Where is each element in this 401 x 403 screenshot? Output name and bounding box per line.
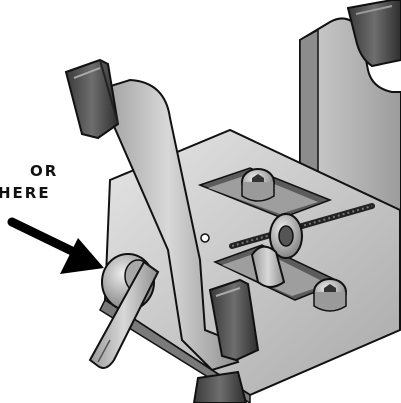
left-support-arm	[96, 78, 240, 372]
threaded-rod	[229, 203, 375, 249]
mount-post	[192, 370, 248, 403]
lower-screw	[313, 278, 347, 312]
center-clamp	[250, 213, 303, 288]
bottom-grip	[208, 278, 260, 362]
top-left-grip	[64, 58, 120, 140]
callout-arrow	[7, 217, 104, 274]
top-right-grip	[346, 0, 401, 68]
callout-line-1: OR	[30, 162, 58, 180]
release-lever[interactable]	[88, 260, 160, 369]
upper-screw	[241, 168, 275, 202]
callout-line-2: HERE	[0, 184, 51, 202]
